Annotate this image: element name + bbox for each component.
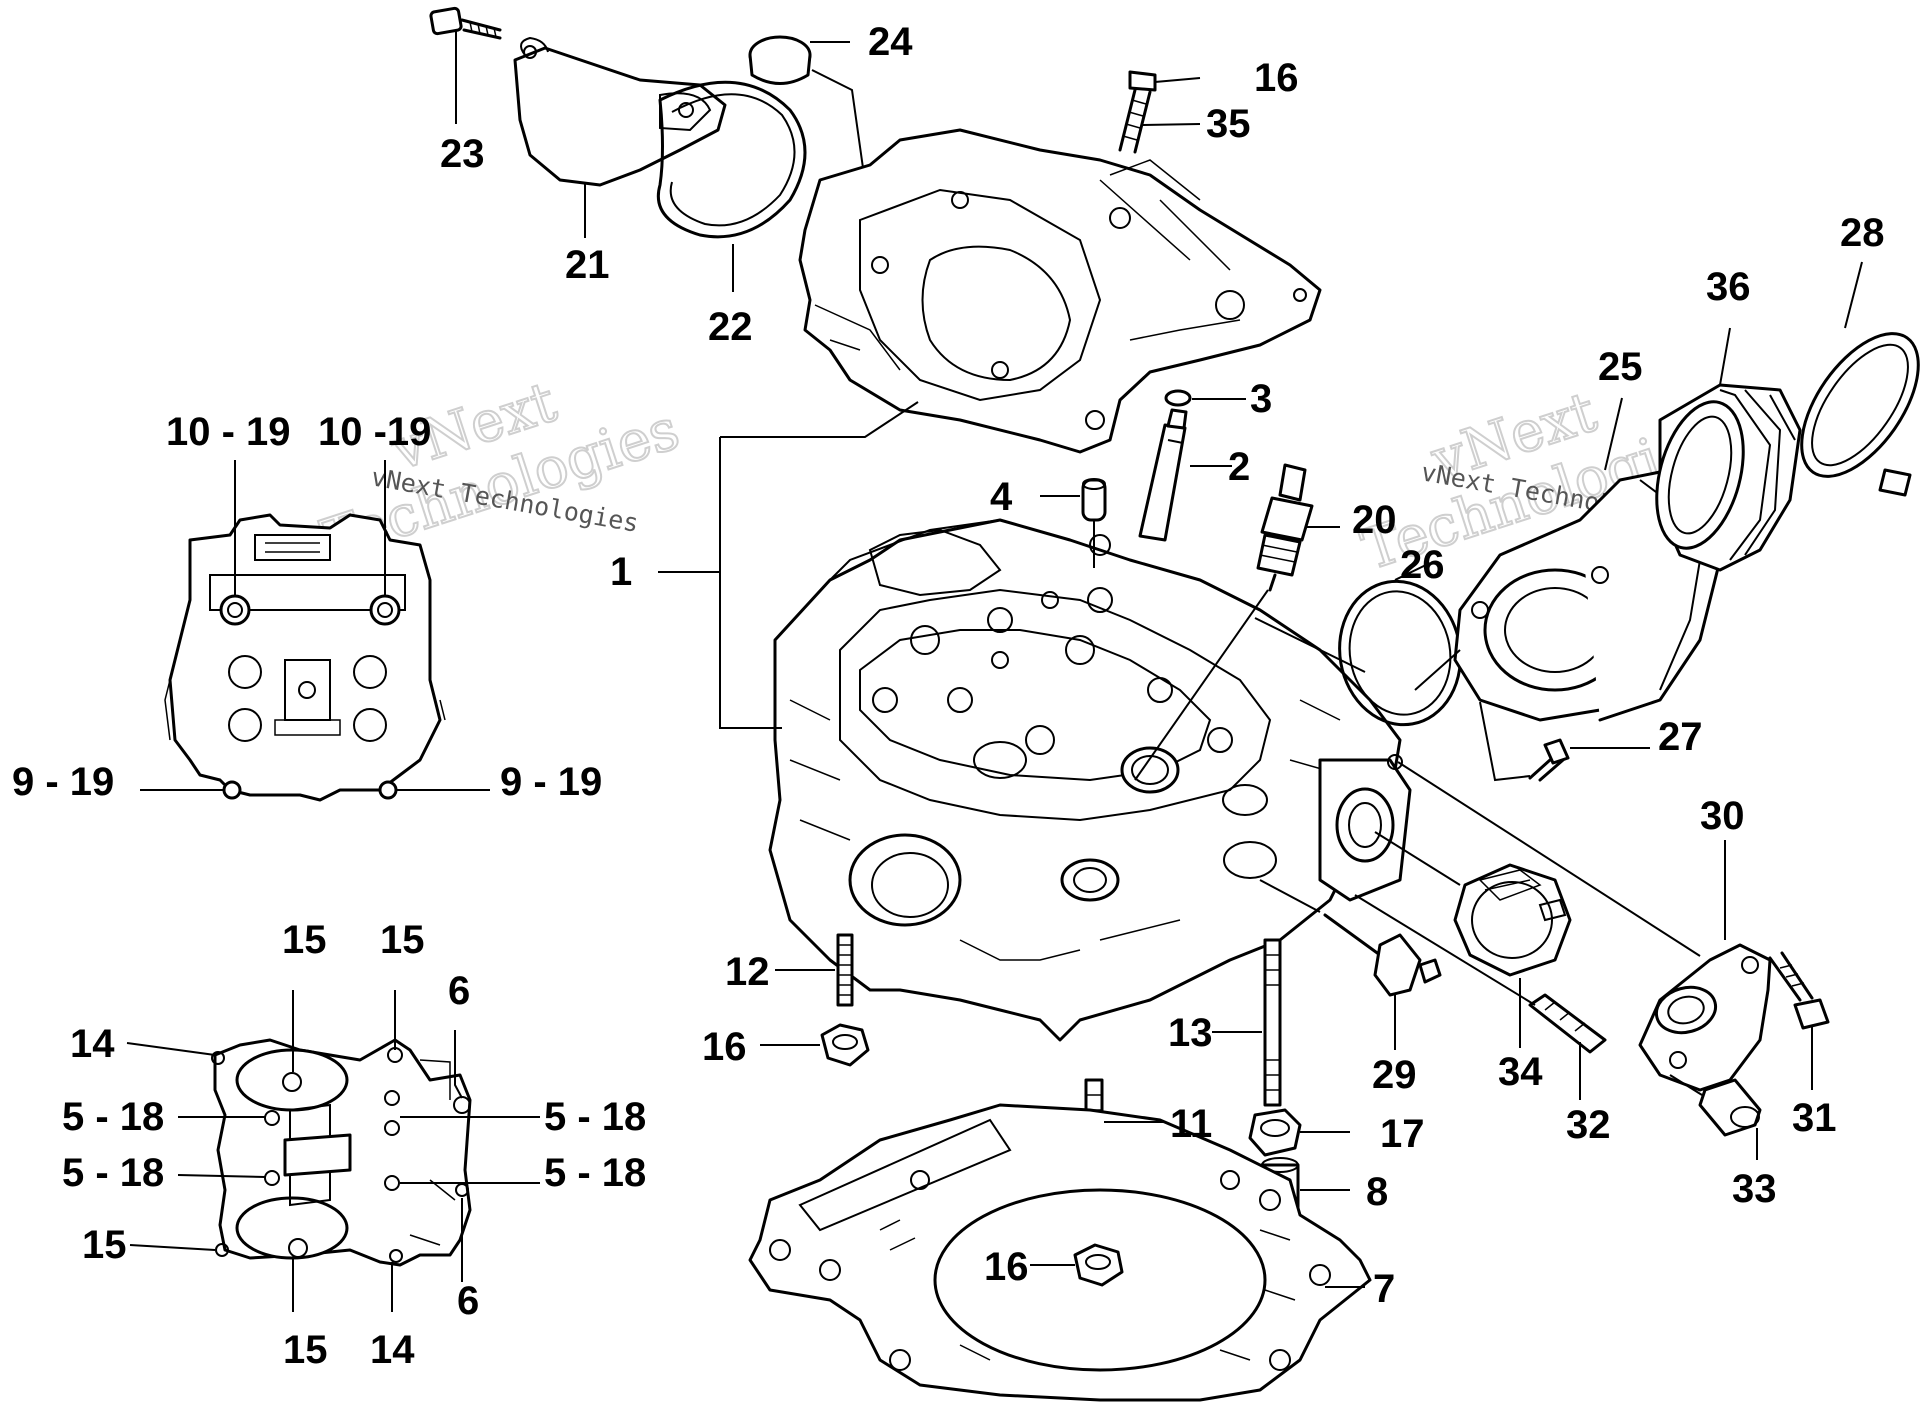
callout-6-bottom: 6	[457, 1279, 479, 1323]
callout-4: 4	[990, 475, 1013, 519]
callout-15-bottom: 15	[283, 1328, 328, 1372]
callout-28: 28	[1840, 211, 1885, 255]
callout-7: 7	[1373, 1267, 1395, 1311]
dowel	[1081, 478, 1107, 522]
stud-bolt	[1118, 70, 1157, 154]
callout-3: 3	[1250, 377, 1272, 421]
callout-20: 20	[1352, 498, 1397, 542]
callout-5-18-right-top: 5 - 18	[544, 1095, 646, 1139]
callout-24: 24	[868, 20, 913, 64]
collar	[1698, 1078, 1762, 1137]
callout-34: 34	[1498, 1050, 1543, 1094]
circlip	[1164, 389, 1192, 407]
callout-31: 31	[1792, 1096, 1837, 1140]
head-gasket	[748, 1103, 1372, 1402]
callout-16-left: 16	[702, 1025, 747, 1069]
callout-35: 35	[1206, 102, 1251, 146]
callout-14-left: 14	[70, 1022, 115, 1066]
cap	[748, 35, 812, 85]
callout-5-18-right-bottom: 5 - 18	[544, 1151, 646, 1195]
callout-15-top-right: 15	[380, 918, 425, 962]
callout-21: 21	[565, 243, 610, 287]
long-stud	[1263, 938, 1282, 1107]
callout-23: 23	[440, 132, 485, 176]
screw	[1528, 738, 1570, 782]
callout-26: 26	[1400, 543, 1445, 587]
callout-14-bottom: 14	[370, 1328, 415, 1372]
callout-8: 8	[1366, 1170, 1388, 1214]
o-ring	[657, 80, 807, 239]
callout-13: 13	[1168, 1011, 1213, 1055]
callout-32: 32	[1566, 1103, 1611, 1147]
callout-33: 33	[1732, 1167, 1777, 1211]
intake-manifold	[1453, 468, 1722, 722]
cylinder-head	[768, 518, 1412, 1042]
leader-lines	[126, 30, 1863, 1312]
valve-cover	[798, 128, 1322, 454]
callout-22: 22	[708, 305, 753, 349]
hose-clamp	[1800, 332, 1920, 497]
inset-head-top-view	[164, 513, 446, 802]
callout-17: 17	[1380, 1112, 1425, 1156]
flange-nut	[1073, 1243, 1124, 1287]
callout-15-left: 15	[82, 1223, 127, 1267]
stud	[1528, 993, 1607, 1054]
callout-12: 12	[725, 950, 770, 994]
inset-head-bottom-view	[211, 1038, 472, 1267]
inspection-cover	[513, 36, 727, 187]
callout-15-top-left: 15	[282, 918, 327, 962]
intake-boot	[1655, 383, 1802, 572]
callout-5-18-left-top: 5 - 18	[62, 1095, 164, 1139]
callout-6-top: 6	[448, 969, 470, 1013]
callout-11: 11	[1170, 1102, 1212, 1146]
callout-9-19-left: 9 - 19	[12, 760, 114, 804]
stud	[836, 933, 854, 1007]
flange-nut	[820, 1023, 870, 1067]
callout-5-18-left-bottom: 5 - 18	[62, 1151, 164, 1195]
bolt	[1768, 951, 1830, 1030]
callout-1: 1	[610, 550, 632, 594]
callout-25: 25	[1598, 345, 1643, 389]
callout-10-19-left: 10 - 19	[166, 410, 291, 454]
callout-36: 36	[1706, 265, 1751, 309]
spark-plug	[1256, 463, 1314, 592]
bolt	[429, 6, 502, 40]
temperature-sender	[1323, 913, 1442, 997]
valve-guide	[1138, 408, 1188, 542]
nut	[1248, 1108, 1302, 1157]
thermostat-housing	[1638, 943, 1772, 1092]
callout-9-19-right: 9 - 19	[500, 760, 602, 804]
callout-2: 2	[1228, 445, 1250, 489]
thermostat	[1453, 863, 1572, 977]
callout-16-gasket: 16	[984, 1245, 1029, 1289]
callout-labels: 1 2 3 4 5 - 18 5 - 18 5 - 18 5 - 18 6 6 …	[12, 20, 1885, 1372]
callout-29: 29	[1372, 1053, 1417, 1097]
callout-10-19-right: 10 -19	[318, 410, 431, 454]
callout-27: 27	[1658, 715, 1703, 759]
callout-30: 30	[1700, 794, 1745, 838]
callout-16-top: 16	[1254, 56, 1299, 100]
